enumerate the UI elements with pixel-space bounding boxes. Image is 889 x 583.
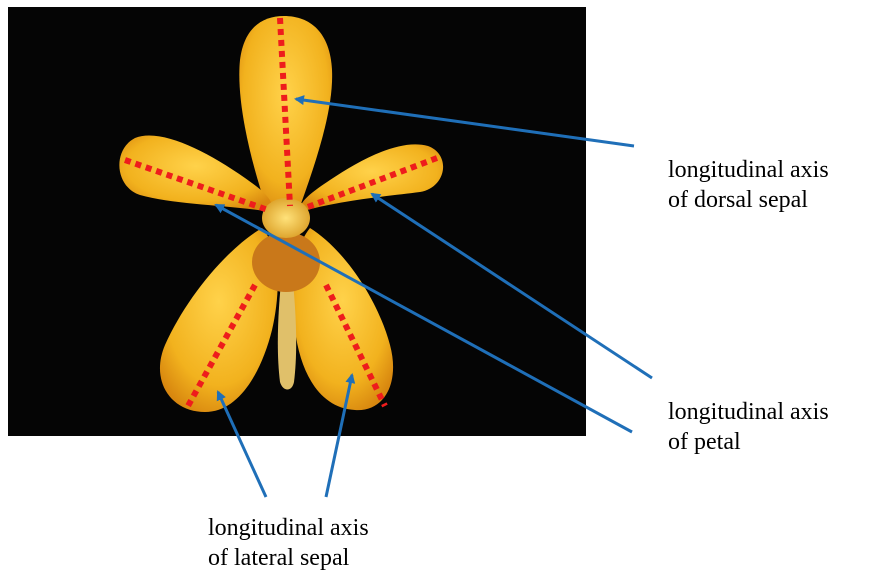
dorsal-sepal-label-line1: longitudinal axis	[668, 155, 829, 185]
dorsal-sepal-label-line2: of dorsal sepal	[668, 185, 829, 215]
lateral-sepal-label-line1: longitudinal axis	[208, 513, 369, 543]
petal-label: longitudinal axis of petal	[668, 397, 829, 457]
flower-center	[262, 198, 310, 238]
flower-lip	[252, 232, 320, 292]
dorsal-sepal-label: longitudinal axis of dorsal sepal	[668, 155, 829, 215]
lateral-sepal-label-line2: of lateral sepal	[208, 543, 369, 573]
petal-label-line1: longitudinal axis	[668, 397, 829, 427]
petal-label-line2: of petal	[668, 427, 829, 457]
lateral-sepal-label: longitudinal axis of lateral sepal	[208, 513, 369, 573]
